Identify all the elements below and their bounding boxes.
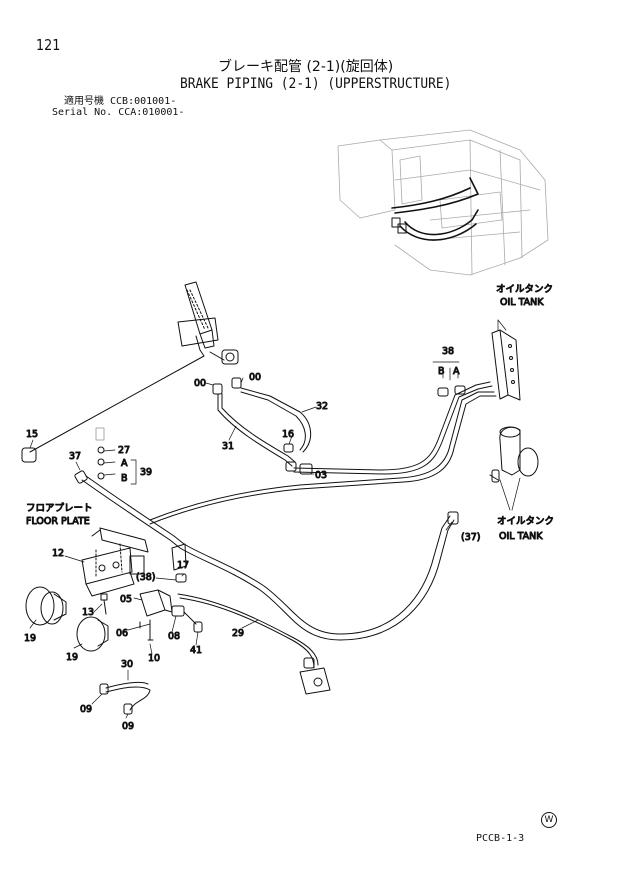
part-label: 09 — [80, 704, 92, 715]
hose-30 — [99, 681, 151, 715]
floor-plate-label-jp: フロアプレート — [26, 503, 93, 514]
line-29 — [177, 593, 319, 669]
part-label: 31 — [222, 441, 234, 452]
part-label: B — [438, 366, 445, 377]
part-label: 41 — [190, 645, 202, 656]
part-label: 10 — [148, 653, 160, 664]
part-label: 27 — [118, 445, 130, 456]
part-label: 00 — [194, 378, 206, 389]
brake-pedal — [177, 281, 219, 357]
oil-tank-top-label-en: OIL TANK — [500, 297, 544, 308]
part-label: 12 — [52, 548, 64, 559]
floor-plate-assembly — [81, 527, 187, 597]
part-label: 13 — [82, 607, 94, 618]
part-label: 19 — [66, 652, 78, 663]
part-label: B — [121, 473, 128, 484]
part-label: 16 — [282, 429, 294, 440]
overview-brake-lines — [391, 177, 479, 241]
oil-tank-right-label-jp: オイルタンク — [497, 516, 554, 527]
part-label: 03 — [315, 470, 327, 481]
title-english: BRAKE PIPING (2-1) (UPPERSTRUCTURE) — [180, 76, 452, 92]
part-label: 15 — [26, 429, 38, 440]
part-label: 39 — [140, 467, 152, 478]
overview-valve — [391, 217, 407, 234]
bolt-13 — [100, 593, 108, 615]
part-label: (38) — [136, 572, 156, 583]
return-line-37 — [74, 470, 459, 641]
part-label: 09 — [122, 721, 134, 732]
part-label: 29 — [232, 628, 244, 639]
bottom-valve — [299, 657, 331, 695]
part-label: 05 — [120, 594, 132, 605]
revision-mark: W — [541, 812, 557, 828]
title-japanese: ブレーキ配管 (2-1)(旋回体) — [218, 59, 394, 75]
oil-tank-right-label-en: OIL TANK — [499, 531, 543, 542]
part-label: A — [121, 458, 128, 469]
part-label: 38 — [442, 346, 454, 357]
part-label: 37 — [69, 451, 81, 462]
part-label: 19 — [24, 633, 36, 644]
oil-tank-port-block — [491, 329, 521, 401]
drawing-code: PCCB-1-3 — [476, 833, 525, 844]
hose-31-32 — [217, 387, 311, 467]
part-label: 06 — [116, 628, 128, 639]
part-label: 08 — [168, 631, 180, 642]
page-number: 121 — [36, 36, 61, 54]
leader-lines — [29, 319, 521, 719]
part-label: 17 — [177, 560, 189, 571]
part-label: (37) — [461, 532, 481, 543]
serial-english: Serial No. CCA:010001- — [52, 107, 185, 118]
fitting-15 — [21, 447, 37, 463]
fitting-27 — [95, 427, 105, 480]
oil-tank-right — [489, 426, 539, 483]
machine-overview-sketch — [337, 129, 549, 276]
floor-plate-label-en: FLOOR PLATE — [26, 516, 90, 527]
part-label: 00 — [249, 372, 261, 383]
oil-tank-top-label-jp: オイルタンク — [496, 284, 553, 295]
part-label: A — [453, 366, 460, 377]
fitting-16 — [283, 443, 313, 475]
long-brake-lines — [149, 381, 497, 525]
part-label: 30 — [121, 659, 133, 670]
serial-japanese: 適用号機 CCB:001001- — [64, 96, 177, 107]
part-label: 32 — [316, 401, 328, 412]
brake-lamp-switch-19 — [25, 586, 109, 652]
pedal-linkage — [29, 355, 205, 453]
